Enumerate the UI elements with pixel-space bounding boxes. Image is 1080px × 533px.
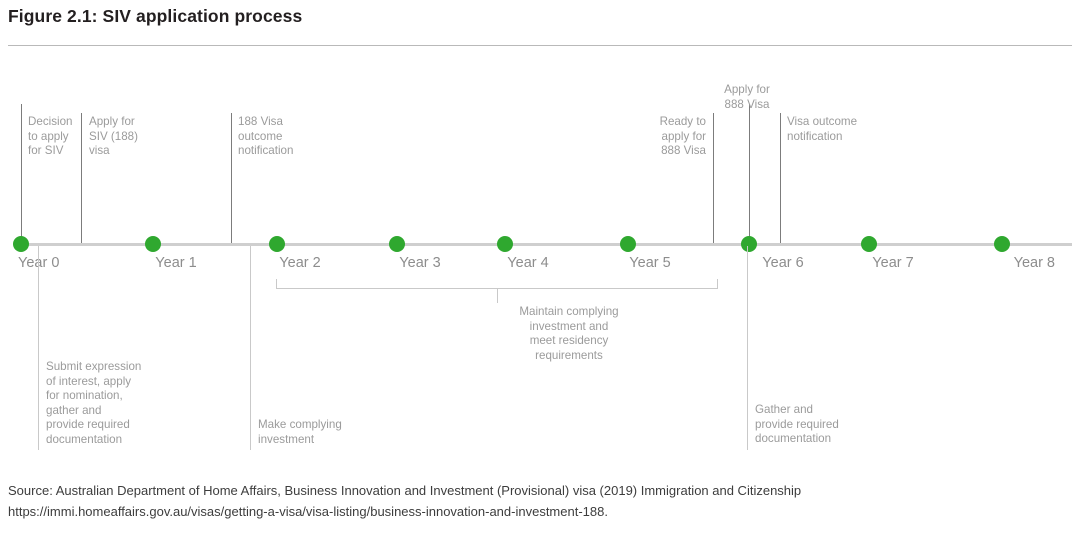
leader-line-visa-outcome-notification [780,113,781,243]
span-bracket-maintain-investment [276,279,718,289]
callout-maintain-complying-investment: Maintain complying investment and meet r… [519,305,619,362]
figure-title: Figure 2.1: SIV application process [8,6,303,26]
leader-line-make-complying-investment [250,246,251,450]
callout-ready-to-apply-888: Ready to apply for 888 Visa [659,115,706,158]
callout-apply-siv-188: Apply for SIV (188) visa [89,115,138,158]
milestone-dot-year-6[interactable] [741,236,757,252]
callout-make-complying-investment: Make complying investment [258,418,342,446]
source-note: Source: Australian Department of Home Af… [8,483,802,519]
axis-label-year-2: Year 2 [279,255,321,271]
axis-label-year-3: Year 3 [399,255,441,271]
leader-line-submit-expression [38,246,39,450]
milestone-dot-year-3[interactable] [389,236,405,252]
axis-label-year-1: Year 1 [155,255,197,271]
axis-label-year-6: Year 6 [762,255,804,271]
leader-line-apply-888-visa [749,104,750,243]
leader-line-188-visa-outcome [231,113,232,243]
milestone-dot-year-5[interactable] [620,236,636,252]
callout-decision-to-apply: Decision to apply for SIV [28,115,73,158]
milestone-dot-year-8[interactable] [994,236,1010,252]
callout-188-visa-outcome: 188 Visa outcome notification [238,115,294,158]
callout-gather-provide-required-documentation: Gather and provide required documentatio… [755,403,839,446]
axis-label-year-5: Year 5 [629,255,671,271]
timeline-axis [18,243,1072,246]
axis-label-year-7: Year 7 [872,255,914,271]
callout-visa-outcome-notification: Visa outcome notification [787,115,858,143]
leader-line-gather-provide-documentation [747,246,748,450]
leader-line-decision-to-apply [21,104,22,243]
milestone-dot-year-0[interactable] [13,236,29,252]
axis-label-year-4: Year 4 [507,255,549,271]
milestone-dot-year-4[interactable] [497,236,513,252]
leader-line-apply-siv-188 [81,113,82,243]
span-bracket-stem [497,289,498,303]
milestone-dot-year-7[interactable] [861,236,877,252]
title-divider [8,45,1072,46]
milestone-dot-year-1[interactable] [145,236,161,252]
milestone-dot-year-2[interactable] [269,236,285,252]
callout-submit-expression-of-interest: Submit expression of interest, apply for… [46,360,142,446]
callout-apply-888-visa: Apply for 888 Visa [724,83,770,111]
axis-label-year-8: Year 8 [1013,255,1055,271]
leader-line-ready-to-apply-888 [713,113,714,243]
